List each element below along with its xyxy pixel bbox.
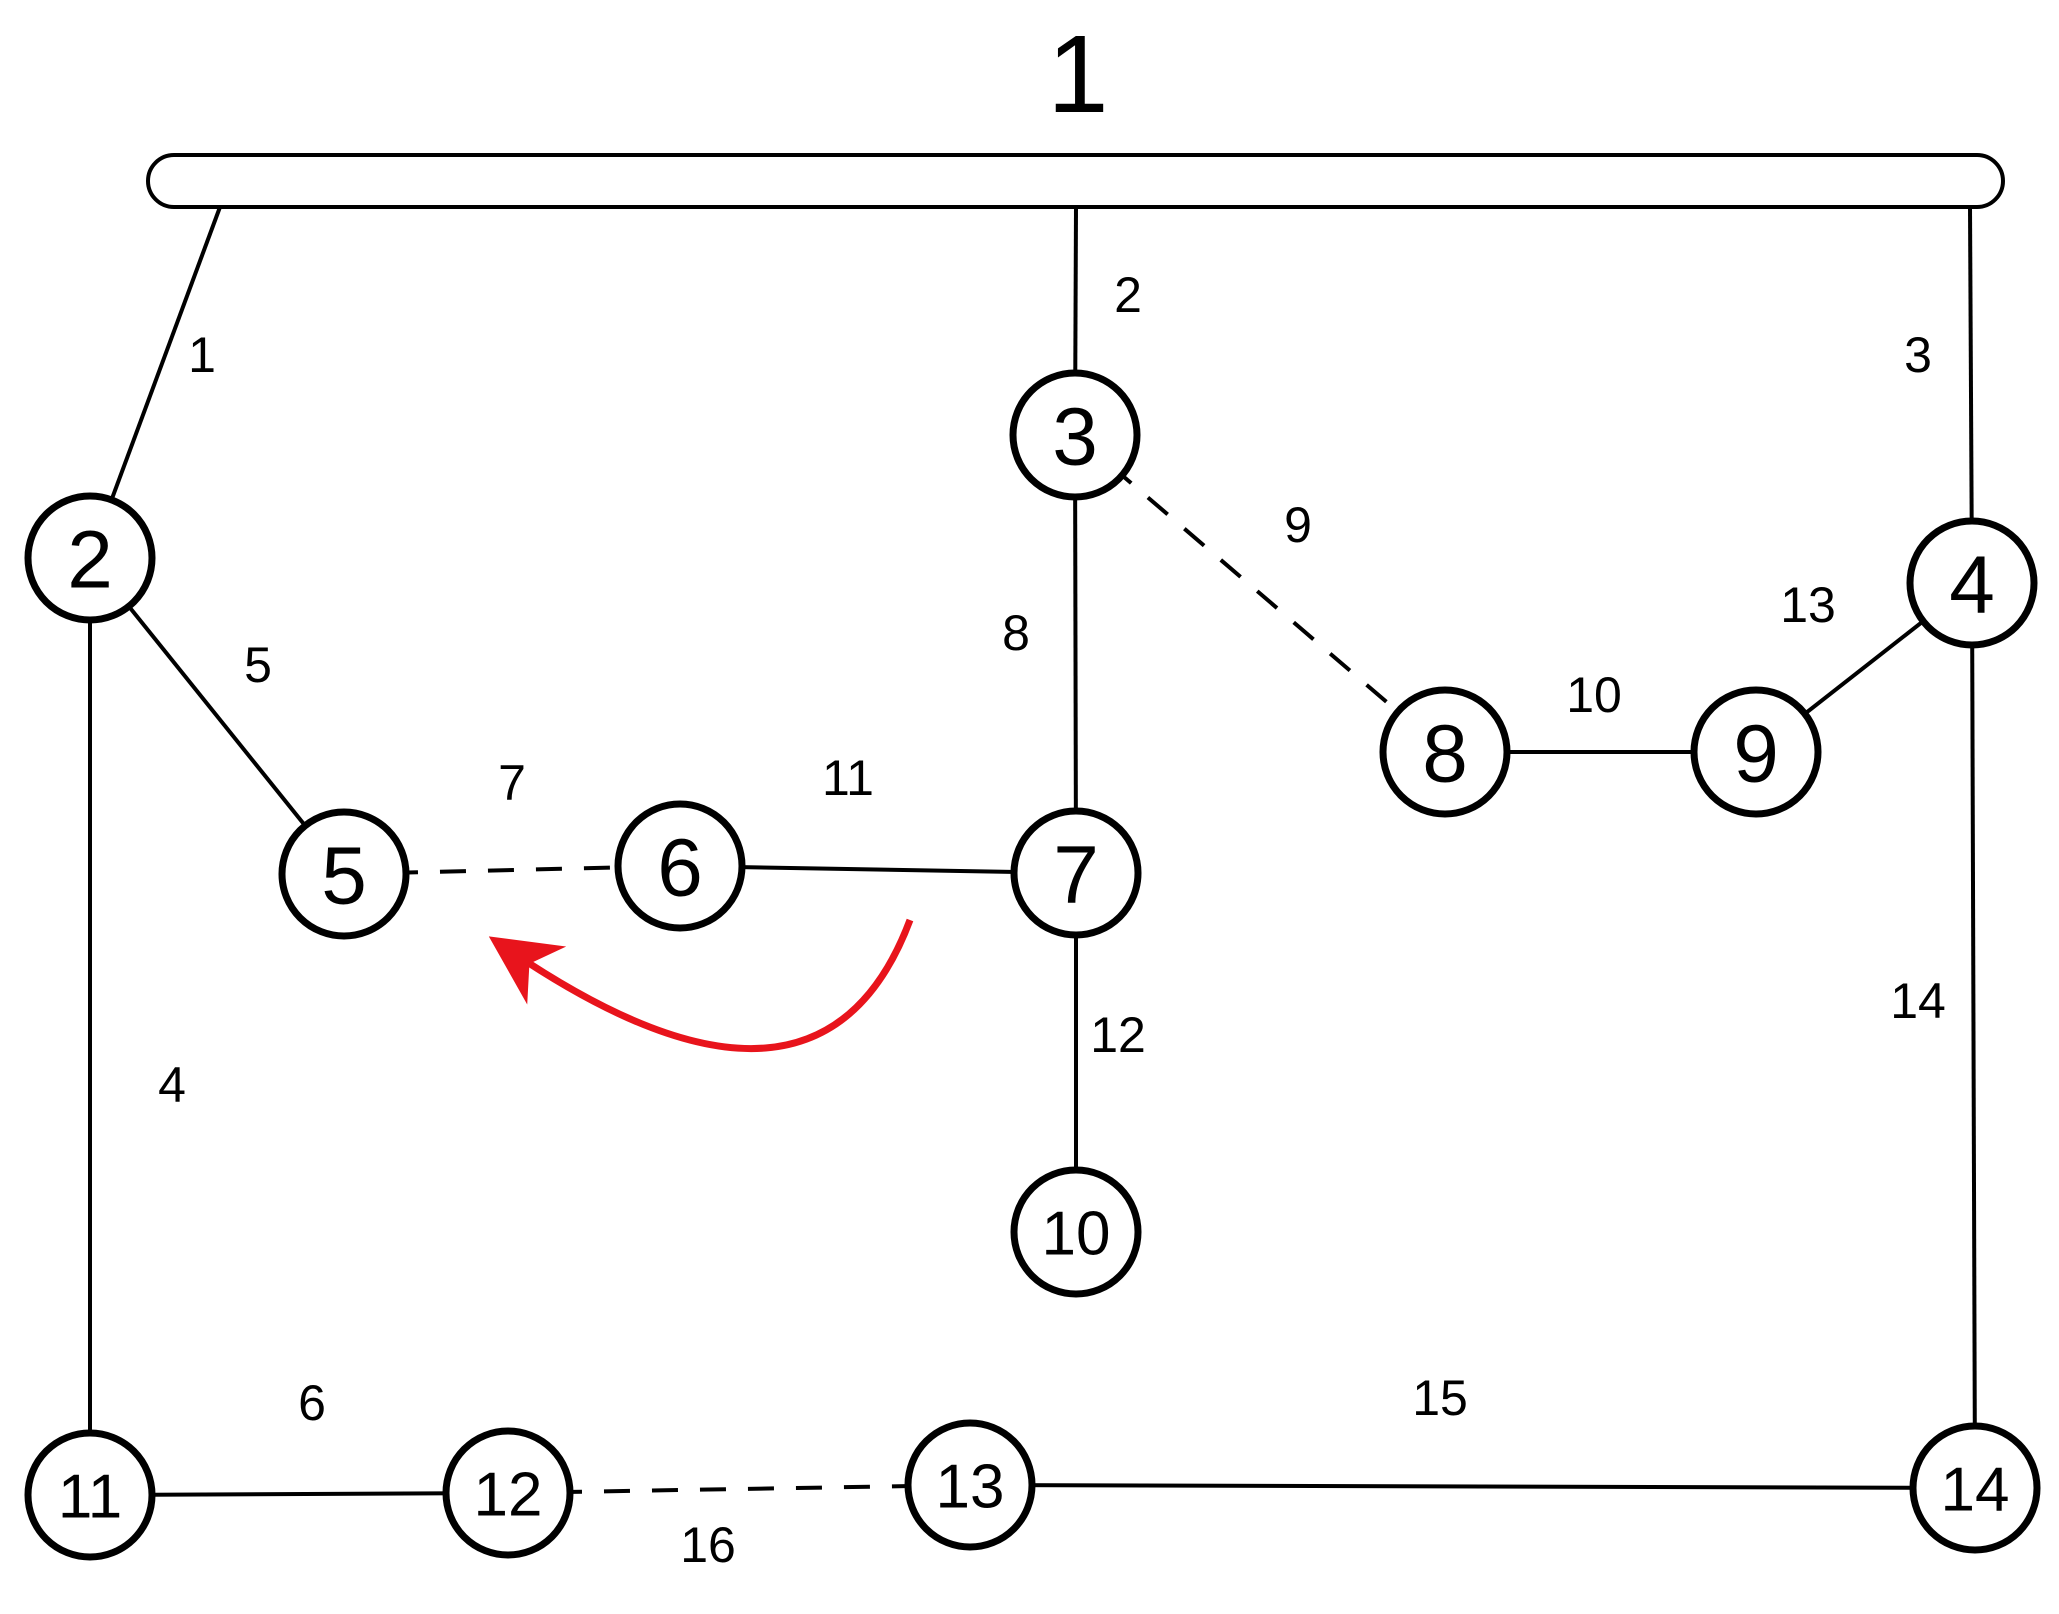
node-circle-7 [1010, 807, 1142, 939]
branch-label-7: 7 [498, 755, 526, 811]
node-label-10: 10 [1042, 1199, 1111, 1268]
node-label-4: 4 [1949, 540, 1995, 631]
node-label-5: 5 [321, 831, 367, 922]
node-circle-10 [1010, 1166, 1142, 1298]
branch-label-8: 8 [1002, 605, 1030, 661]
node-label-6: 6 [657, 823, 703, 914]
node-4: 4 [1906, 517, 2038, 649]
load-transfer-arrow [488, 918, 914, 1053]
node-2: 2 [24, 492, 156, 624]
branch-label-16: 16 [680, 1517, 736, 1573]
branch-label-5: 5 [244, 637, 272, 693]
node-8: 8 [1379, 686, 1511, 818]
source-bus-bar [146, 153, 2005, 209]
node-6: 6 [614, 800, 746, 932]
node-circle-13 [904, 1419, 1036, 1551]
node-label-8: 8 [1422, 709, 1468, 800]
branch-line-16 [507, 1483, 971, 1495]
node-circle-4 [1906, 517, 2038, 649]
branch-line-9 [1073, 433, 1447, 754]
node-label-9: 9 [1733, 709, 1779, 800]
node-13: 13 [904, 1419, 1036, 1551]
branch-label-12: 12 [1090, 1007, 1146, 1063]
source-bus-label: 1 [1047, 13, 1108, 136]
node-5: 5 [278, 808, 410, 940]
node-circle-2 [24, 492, 156, 624]
node-11: 11 [24, 1429, 156, 1561]
node-10: 10 [1010, 1166, 1142, 1298]
node-12: 12 [442, 1427, 574, 1559]
branch-label-2: 2 [1114, 267, 1142, 323]
node-circle-8 [1379, 686, 1511, 818]
branch-line-5 [88, 556, 346, 876]
branch-label-15: 15 [1412, 1370, 1468, 1426]
branch-label-9: 9 [1284, 497, 1312, 553]
node-label-11: 11 [58, 1462, 122, 1531]
node-circle-9 [1690, 686, 1822, 818]
branch-label-11: 11 [822, 750, 874, 806]
branch-label-10: 10 [1566, 667, 1622, 723]
node-circle-14 [1909, 1422, 2041, 1554]
node-label-13: 13 [936, 1452, 1005, 1521]
node-circle-6 [614, 800, 746, 932]
branch-label-14: 14 [1890, 973, 1946, 1029]
node-label-7: 7 [1053, 830, 1099, 921]
nodes-layer: 2 3 4 5 6 7 8 9 10 11 12 13 14 [24, 369, 2041, 1561]
node-14: 14 [1909, 1422, 2041, 1554]
branch-line-8 [1073, 434, 1078, 874]
branch-line-14 [1970, 582, 1977, 1489]
node-circle-5 [278, 808, 410, 940]
branch-label-6: 6 [298, 1375, 326, 1431]
branch-label-3: 3 [1904, 327, 1932, 383]
branch-line-11 [679, 864, 1077, 875]
node-3: 3 [1009, 369, 1141, 501]
node-label-14: 14 [1941, 1455, 2010, 1524]
node-circle-11 [24, 1429, 156, 1561]
branch-label-4: 4 [158, 1057, 186, 1113]
node-label-12: 12 [474, 1460, 543, 1529]
branch-line-15 [969, 1483, 1976, 1490]
node-label-3: 3 [1052, 392, 1098, 483]
node-7: 7 [1010, 807, 1142, 939]
node-circle-12 [442, 1427, 574, 1559]
node-label-2: 2 [67, 515, 113, 606]
node-9: 9 [1690, 686, 1822, 818]
branch-line-6 [89, 1491, 509, 1497]
branch-label-1: 1 [188, 327, 216, 383]
branch-label-13: 13 [1780, 577, 1836, 633]
node-circle-3 [1009, 369, 1141, 501]
